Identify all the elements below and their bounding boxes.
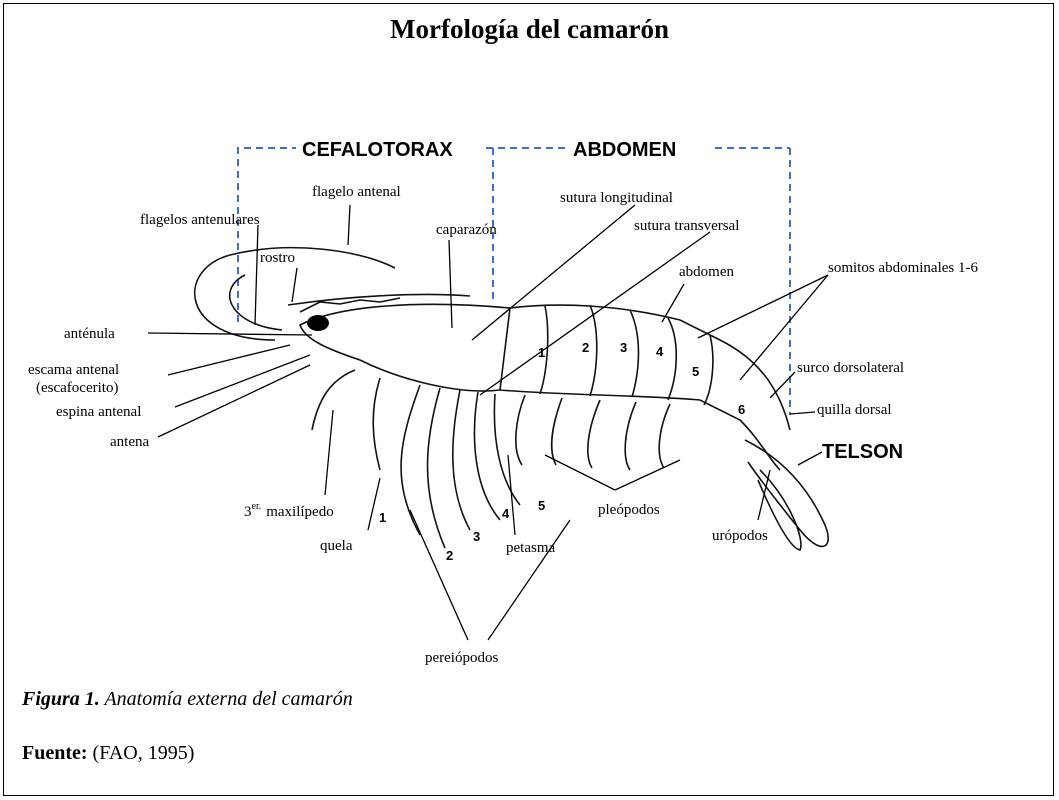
somite-number: 2 (582, 340, 589, 355)
label-sutura-transversal: sutura transversal (634, 218, 739, 234)
label-uropodos: urópodos (712, 528, 768, 544)
label-maxilipedo-number: 3 (244, 504, 252, 520)
label-flagelos-antenulares: flagelos antenulares (140, 212, 260, 228)
leg-number: 1 (379, 510, 386, 525)
somite-number: 5 (692, 364, 699, 379)
label-rostro: rostro (260, 250, 295, 266)
label-somitos: somitos abdominales 1-6 (828, 260, 978, 276)
leg-number: 5 (538, 498, 545, 513)
source-text: (FAO, 1995) (88, 742, 195, 764)
somite-number: 3 (620, 340, 627, 355)
section-abdomen: ABDOMEN (573, 139, 676, 161)
label-antenula: anténula (64, 326, 115, 342)
caption-figure-number: Figura 1. (22, 688, 100, 710)
label-espina-antenal: espina antenal (56, 404, 141, 420)
leg-number: 2 (446, 548, 453, 563)
label-antena: antena (110, 434, 149, 450)
label-flagelo-antenal: flagelo antenal (312, 184, 401, 200)
label-pereiopodos: pereiópodos (425, 650, 498, 666)
label-caparazon: caparazón (436, 222, 497, 238)
somite-number: 1 (538, 345, 545, 360)
caption-text: Anatomía externa del camarón (100, 688, 353, 710)
label-maxilipedo-superscript: er. (252, 501, 262, 512)
section-telson: TELSON (822, 441, 903, 463)
label-quela: quela (320, 538, 353, 554)
section-cefalotorax: CEFALOTORAX (302, 139, 453, 161)
label-escama-antenal: escama antenal (28, 362, 119, 378)
label-maxilipedo: 3er. maxilípedo (244, 501, 334, 520)
label-quilla-dorsal: quilla dorsal (817, 402, 892, 418)
label-abdomen: abdomen (679, 264, 734, 280)
somite-number: 4 (656, 344, 664, 359)
source-label: Fuente: (22, 742, 88, 764)
label-surco-dorsolateral: surco dorsolateral (797, 360, 904, 376)
leg-number: 3 (473, 529, 480, 544)
figure-source: Fuente: (FAO, 1995) (22, 742, 194, 765)
somite-number: 6 (738, 402, 745, 417)
label-maxilipedo-text: maxilípedo (266, 504, 334, 520)
label-escafocerito: (escafocerito) (36, 380, 118, 396)
leg-number: 4 (502, 506, 510, 521)
label-pleopodos: pleópodos (598, 502, 660, 518)
label-petasma: petasma (506, 540, 555, 556)
figure-caption: Figura 1. Anatomía externa del camarón (22, 688, 353, 711)
eye-icon (307, 315, 329, 331)
label-sutura-longitudinal: sutura longitudinal (560, 190, 673, 206)
